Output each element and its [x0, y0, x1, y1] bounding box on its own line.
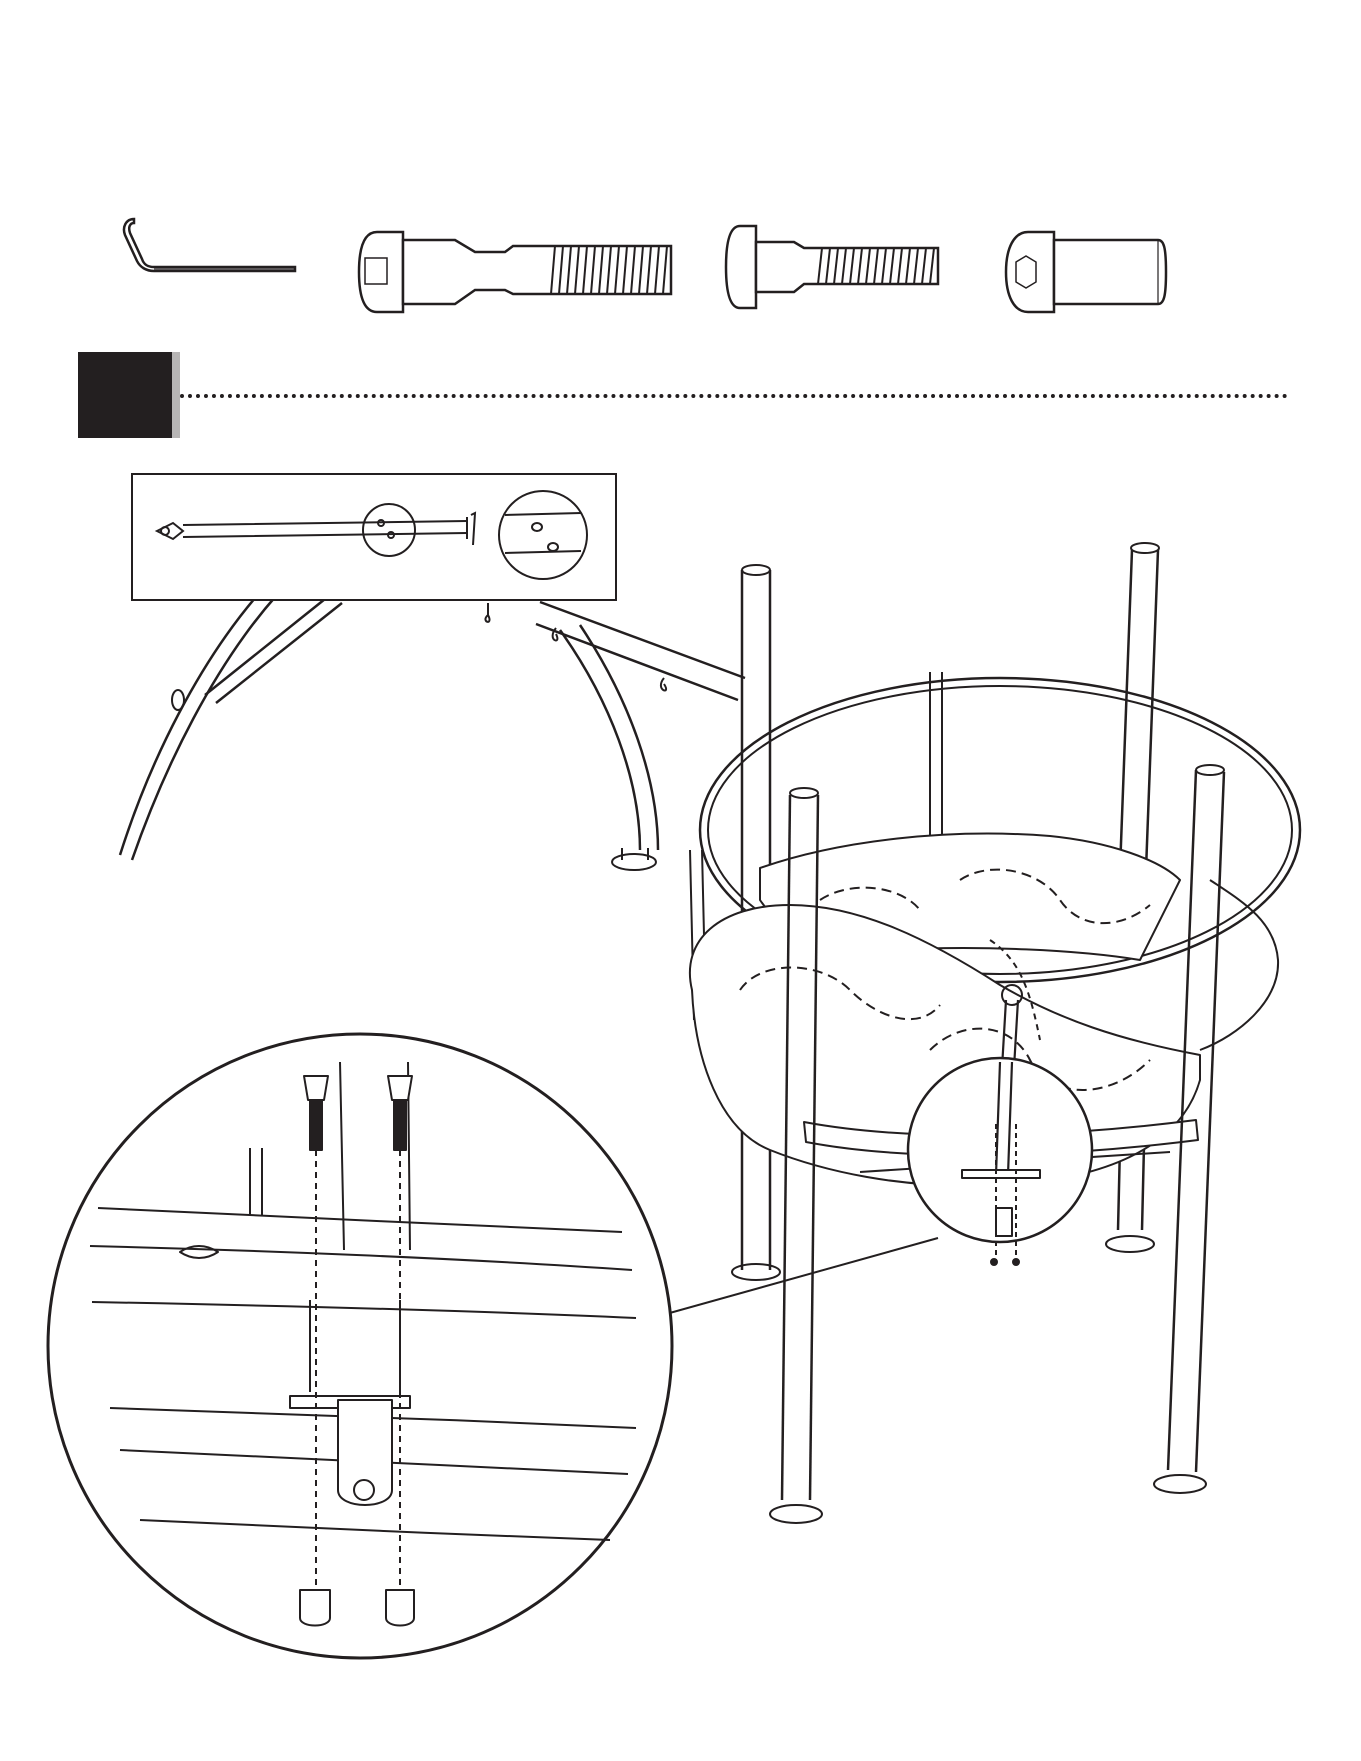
- rail-detail-inset: [131, 473, 617, 601]
- rail-detail-drawing: [133, 475, 615, 599]
